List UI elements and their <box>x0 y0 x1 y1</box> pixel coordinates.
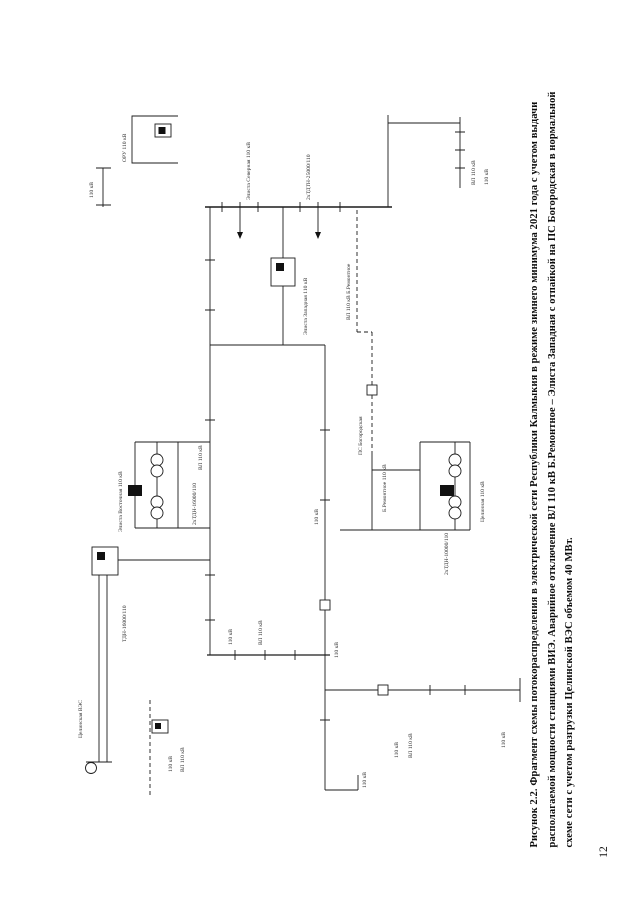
breaker-closed-icon <box>158 127 166 134</box>
diagram-label: 2хТДТН-25000/110 <box>306 154 312 200</box>
substation-box-icon <box>270 257 296 287</box>
diagram-label: Элиста Северная 110 кВ <box>246 142 252 200</box>
transmission-line <box>320 345 359 791</box>
substation-outline <box>131 115 178 164</box>
diagram-label: 110 кВ <box>168 756 174 772</box>
diagram-label: ВЛ 110 кВ <box>408 733 414 758</box>
breaker-closed-icon <box>97 552 105 560</box>
feeder-lines <box>387 115 465 207</box>
generator-icon <box>85 762 97 774</box>
diagram-label: 110 кВ <box>362 772 368 788</box>
load-stub <box>239 212 319 232</box>
diagram-label: 110 кВ <box>501 732 507 748</box>
page-number: 12 <box>598 846 610 858</box>
diagram-label: ОРУ 110 кВ <box>122 133 128 162</box>
double-circuit-line <box>86 575 112 763</box>
breaker-closed-icon <box>276 263 284 271</box>
figure-caption: Рисунок 2.2. Фрагмент схемы потокораспре… <box>526 53 580 848</box>
disconnected-line <box>356 210 373 455</box>
load-arrow-icon <box>237 232 243 239</box>
line-ticks <box>205 259 215 621</box>
transmission-line <box>325 678 521 702</box>
load-block-icon <box>128 485 142 496</box>
diagram-label: Целинная 110 кВ <box>480 481 486 522</box>
diagram-label: ВЛ 110 кВ <box>258 620 264 645</box>
diagram-label: 110 кВ <box>314 509 320 525</box>
transformer-icon <box>448 453 462 478</box>
diagram-label: 110 кВ <box>394 742 400 758</box>
transformer-icon <box>448 495 462 520</box>
diagram-label: ВЛ 110 кВ <box>471 160 477 185</box>
diagram-lines <box>86 115 521 791</box>
breaker-closed-icon <box>155 723 161 729</box>
substation-bay <box>372 441 471 530</box>
bus-ticks <box>234 650 296 660</box>
diagram-label: 110 кВ <box>334 642 340 658</box>
transformer-icon <box>150 495 164 520</box>
diagram-label: 2хТДН-10000/110 <box>444 533 450 575</box>
caption-line: схеме сети с учетом разгрузки Целинской … <box>564 537 575 848</box>
load-block-icon <box>440 485 454 496</box>
diagram-label: 110 кВ <box>484 169 490 185</box>
diagram-label: Элиста Западная 110 кВ <box>303 277 309 335</box>
diagram-label: Целинская ВЭС <box>78 700 84 738</box>
diagram-labels: Элиста Северная 110 кВ 2хТДТН-25000/110 … <box>78 133 507 788</box>
diagram-symbols <box>85 123 462 774</box>
breaker-open-icon <box>377 684 389 696</box>
transformer-icon <box>150 453 164 478</box>
diagram-label: ПС Богородская <box>358 416 364 455</box>
load-arrow-icon <box>315 232 321 239</box>
diagram-label: ВЛ 110 кВ <box>198 445 204 470</box>
disconnected-line-group <box>149 210 373 795</box>
diagram-label: 110 кВ <box>89 182 95 198</box>
breaker-open-icon <box>366 384 378 396</box>
diagram-label: Элиста Восточная 110 кВ <box>118 471 124 532</box>
diagram-label: Б.Ремонтное 110 кВ <box>382 464 388 512</box>
caption-line: Рисунок 2.2. Фрагмент схемы потокораспре… <box>529 101 540 848</box>
breaker-open-icon <box>319 599 331 611</box>
substation-box-icon <box>91 546 119 576</box>
diagram-label: 2хТДН-16000/110 <box>192 483 198 525</box>
diagram-label: ВЛ 110 кВ <box>180 747 186 772</box>
diagram-label: ВЛ 110 кВ Б.Ремонтное <box>346 263 352 320</box>
bus-ticks <box>221 202 341 212</box>
line-endpoint <box>96 167 111 207</box>
diagram-label: ТДН-16000/110 <box>122 605 128 642</box>
connection-line <box>340 455 470 531</box>
caption-line: располагаемой мощности станциями ВИЭ. Ав… <box>546 91 558 848</box>
diagram-label: 110 кВ <box>228 629 234 645</box>
